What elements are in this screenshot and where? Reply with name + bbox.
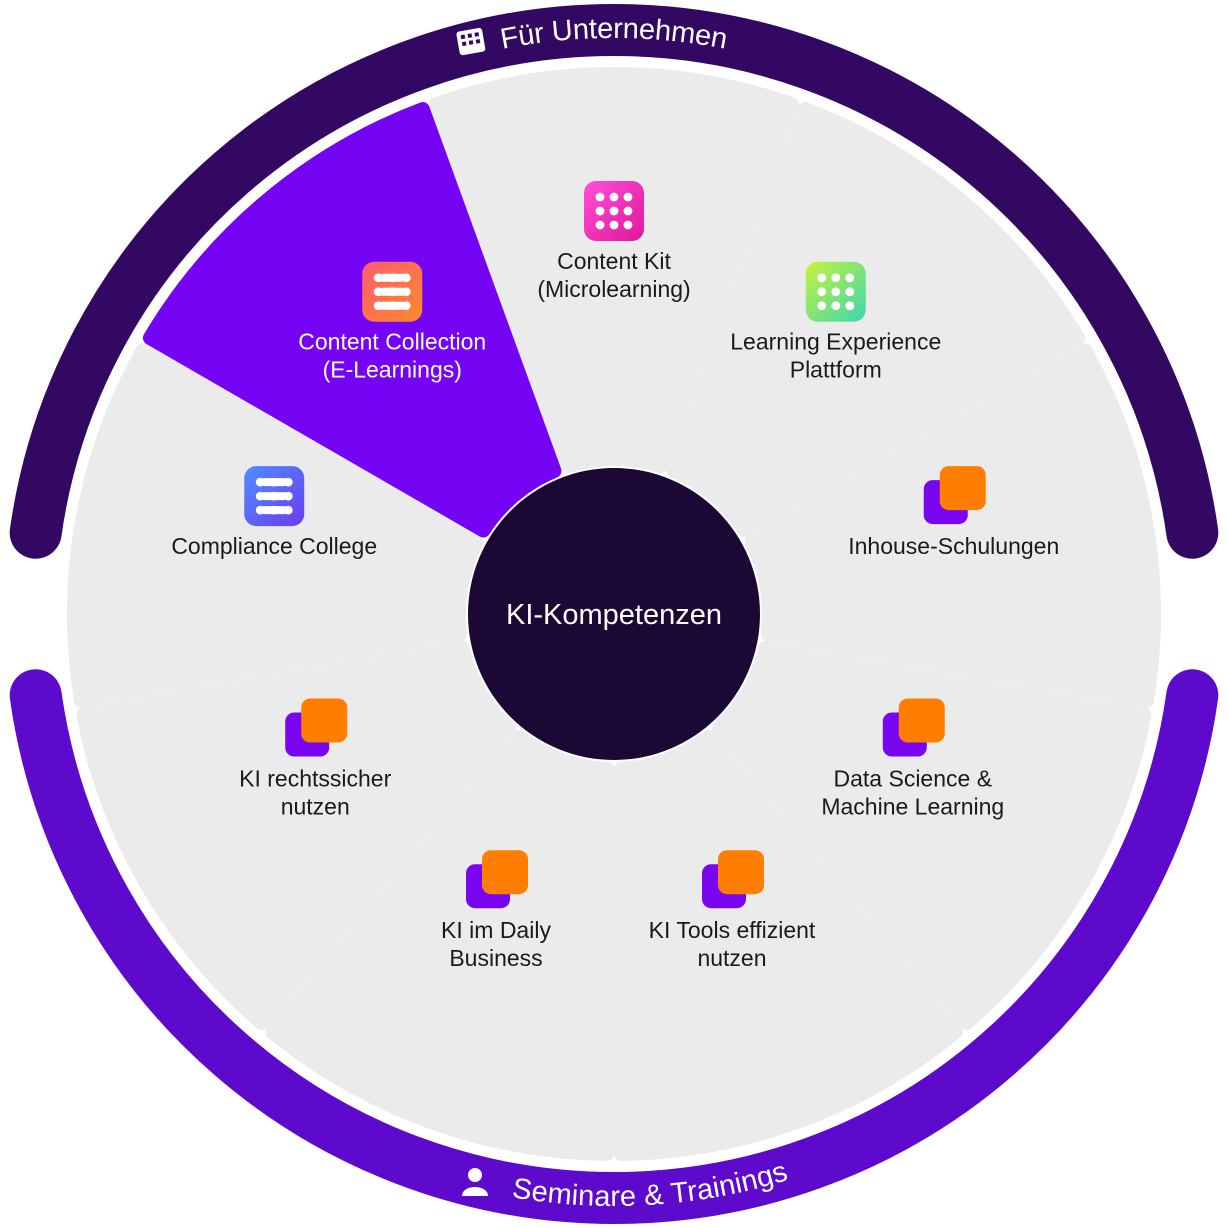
- segment-shape[interactable]: [744, 343, 1161, 708]
- segment-label: Content Collection(E-Learnings): [298, 329, 486, 383]
- seminar-icon: [285, 698, 348, 757]
- segment-shape[interactable]: [613, 730, 963, 1161]
- segment-label-line: (Microlearning): [537, 276, 690, 302]
- segment-label-line: Inhouse-Schulungen: [848, 533, 1059, 559]
- center-label: KI-Kompetenzen: [506, 599, 722, 631]
- compliance-college-icon: [244, 466, 305, 527]
- segment-label-line: nutzen: [697, 945, 766, 971]
- segment-shape[interactable]: [666, 102, 1086, 538]
- segment-label-line: (E-Learnings): [323, 357, 462, 383]
- segment-label: Compliance College: [171, 533, 377, 559]
- segment-label: Inhouse-Schulungen: [848, 533, 1059, 559]
- segment-content-kit[interactable]: Content Kit(Microlearning): [428, 67, 800, 474]
- segment-content-collection[interactable]: Content Collection(E-Learnings): [142, 102, 562, 538]
- segment-label-line: Compliance College: [171, 533, 377, 559]
- person-icon: [462, 1168, 488, 1196]
- segment-shape[interactable]: [711, 640, 1152, 1031]
- seminar-icon: [923, 466, 986, 525]
- segment-label-line: Content Kit: [557, 248, 671, 274]
- center-hub: [468, 468, 760, 760]
- ring-fuer-unternehmen: [9, 3, 1219, 559]
- segment-label-line: nutzen: [281, 794, 350, 820]
- segment-label-line: Learning Experience: [730, 329, 941, 355]
- building-icon: [456, 27, 486, 56]
- segment-label-line: Plattform: [790, 357, 882, 383]
- segment-shape[interactable]: [76, 640, 517, 1031]
- segment-label-line: KI Tools effizient: [649, 917, 816, 943]
- content-collection-icon: [362, 261, 423, 322]
- segment-shape[interactable]: [428, 67, 800, 474]
- seminar-icon: [882, 698, 945, 757]
- segment-data-science-machine-learning[interactable]: Data Science &Machine Learning: [711, 640, 1152, 1031]
- segment-inhouse-schulungen[interactable]: Inhouse-Schulungen: [744, 343, 1161, 708]
- segment-label: Content Kit(Microlearning): [537, 248, 690, 302]
- segment-label-line: Machine Learning: [821, 794, 1004, 820]
- segment-label-line: KI rechtssicher: [239, 766, 391, 792]
- seminar-icon: [701, 850, 764, 909]
- segment-shape[interactable]: [142, 102, 562, 538]
- segment-label-line: Content Collection: [298, 329, 486, 355]
- segment-shape[interactable]: [265, 730, 615, 1161]
- segment-label: Data Science &Machine Learning: [821, 766, 1004, 820]
- ring-seminare-trainings: [9, 669, 1219, 1225]
- segment-compliance-college[interactable]: Compliance College: [67, 343, 484, 708]
- segment-label-line: KI im Daily: [441, 917, 551, 943]
- segment-label-line: Business: [449, 945, 542, 971]
- seminar-icon: [466, 850, 529, 909]
- content-kit-icon: [584, 181, 644, 241]
- lxp-icon: [805, 261, 866, 322]
- segment-label-line: Data Science &: [834, 766, 993, 792]
